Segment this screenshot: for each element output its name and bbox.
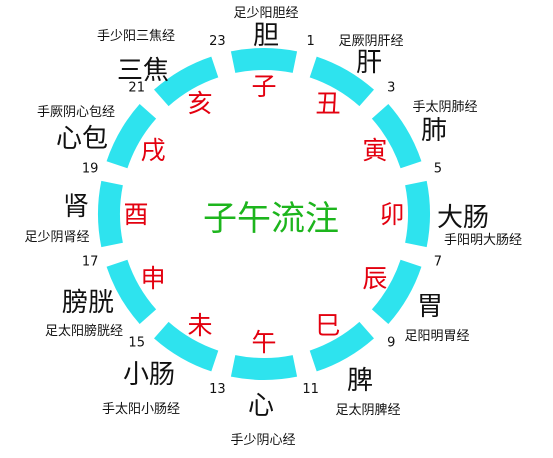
hour-13: 13: [209, 382, 226, 397]
hour-9: 9: [387, 335, 395, 350]
ring-segment-shen: [106, 259, 157, 324]
branch-you: 酉: [123, 200, 148, 229]
hour-7: 7: [434, 255, 442, 270]
hour-11: 11: [302, 382, 319, 397]
hour-15: 15: [128, 335, 145, 350]
hour-ring: [97, 47, 431, 381]
organ-wei: 胃: [417, 292, 443, 322]
organ-dan: 胆: [253, 21, 279, 51]
branch-mao: 卯: [379, 200, 404, 229]
meridian-shen: 足少阴肾经: [24, 230, 89, 245]
ring-segment-hai: [154, 56, 219, 107]
meridian-xiaochang: 手太阳小肠经: [102, 402, 180, 417]
branch-si: 巳: [315, 311, 340, 340]
ring-segment-wu: [230, 355, 298, 381]
branch-wu: 午: [251, 328, 276, 357]
ring-segment-wei: [154, 321, 219, 372]
hour-1: 1: [306, 34, 314, 49]
branch-chen: 辰: [362, 264, 387, 293]
meridian-pangguang: 足太阳膀胱经: [45, 323, 123, 339]
meridian-xinbao: 手厥阴心包经: [37, 105, 115, 120]
meridian-gan: 足厥阴肝经: [338, 34, 403, 49]
meridian-fei: 手太阴肺经: [412, 100, 477, 115]
hour-17: 17: [82, 255, 99, 270]
hour-23: 23: [209, 34, 226, 49]
branch-xu: 戌: [141, 136, 166, 165]
branch-shen: 申: [141, 264, 166, 293]
hour-3: 3: [387, 81, 395, 96]
meridian-sanjiao: 手少阳三焦经: [97, 29, 175, 44]
organ-dachang: 大肠: [437, 203, 489, 233]
organ-pangguang: 膀胱: [62, 288, 114, 318]
organ-pi: 脾: [347, 366, 373, 396]
organ-xinbao: 心包: [56, 124, 108, 154]
ring-segment-xu: [106, 104, 157, 169]
organ-shen: 肾: [63, 192, 89, 222]
hour-21: 21: [128, 81, 145, 96]
meridian-dan: 足少阳胆经: [233, 6, 298, 21]
ring-segment-mao: [405, 180, 431, 248]
meridian-xin: 手少阴心经: [230, 433, 295, 448]
branch-chou: 丑: [315, 89, 340, 118]
meridian-pi: 足太阴脾经: [335, 403, 400, 418]
hour-19: 19: [82, 161, 99, 176]
organ-gan: 肝: [356, 48, 382, 78]
branch-yin: 寅: [362, 136, 387, 165]
ring-segment-yin: [371, 104, 422, 169]
branch-wei: 未: [187, 311, 212, 340]
branch-hai: 亥: [187, 89, 212, 118]
ring-segment-chou: [309, 56, 374, 107]
organ-xiaochang: 小肠: [123, 360, 175, 390]
ring-segment-chen: [371, 259, 422, 324]
hour-5: 5: [434, 161, 442, 176]
ring-segment-you: [97, 180, 123, 248]
meridian-wei: 足阳明胃经: [404, 329, 469, 344]
diagram-title: 子午流注: [203, 199, 339, 239]
ring-segment-zi: [230, 47, 298, 73]
meridian-dachang: 手阳明大肠经: [444, 233, 522, 248]
branch-zi: 子: [251, 72, 276, 101]
ring-segment-si: [309, 321, 374, 372]
organ-sanjiao: 三焦: [117, 56, 169, 86]
organ-fei: 肺: [421, 116, 447, 146]
organ-xin: 心: [248, 391, 274, 421]
